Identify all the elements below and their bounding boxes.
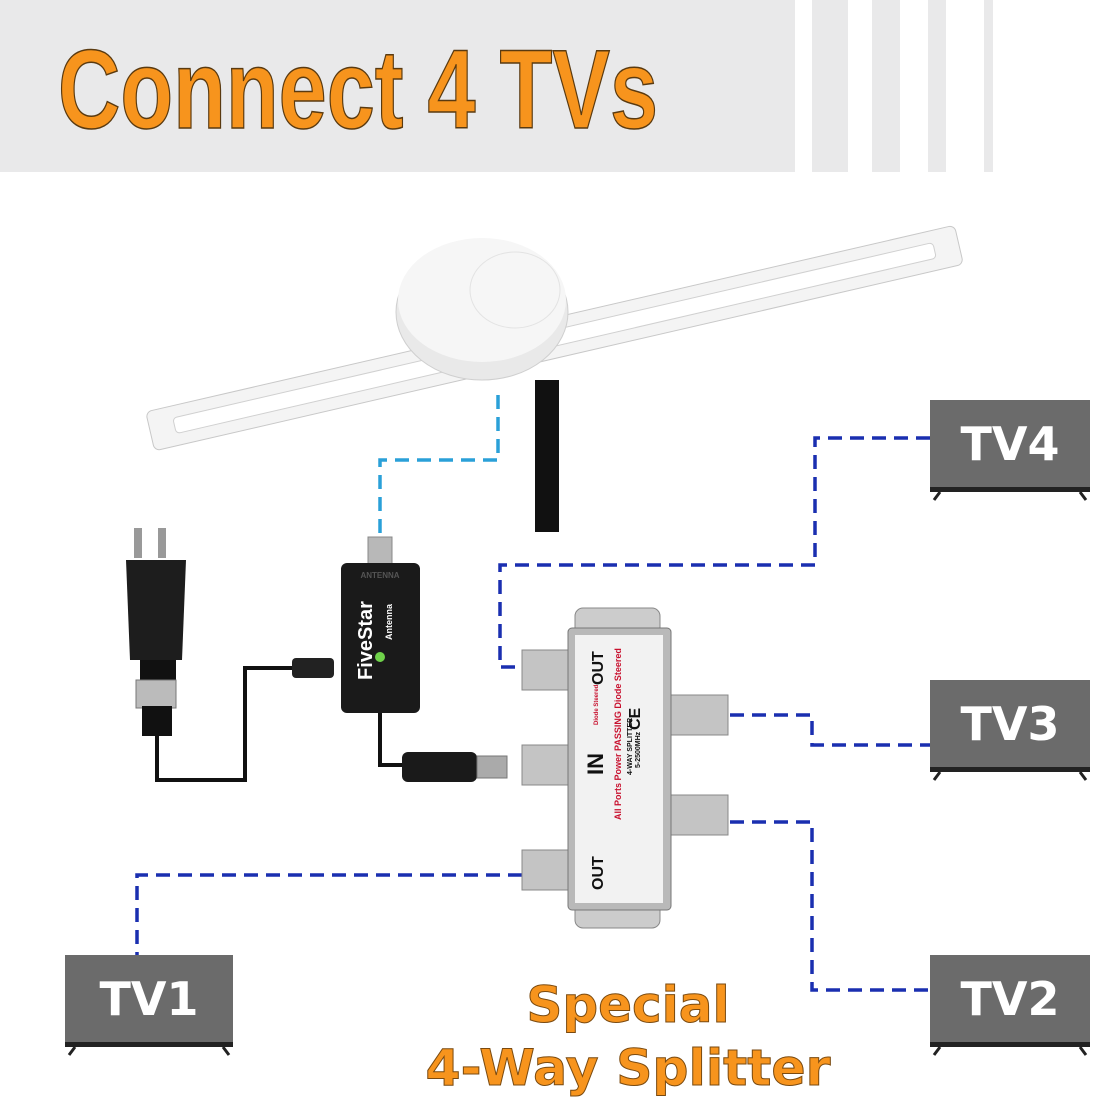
splitter-out-label: OUT (590, 651, 607, 685)
tv1: TV1 (65, 955, 233, 1056)
ce-mark: CE (627, 707, 644, 730)
power-led-icon (375, 652, 385, 662)
amplifier-brand: FiveStar (355, 601, 377, 680)
page-title: Connect 4 TVs (58, 27, 658, 152)
power-adapter (126, 528, 334, 782)
splitter-in-label: IN (583, 753, 608, 775)
tv2: TV2 (930, 955, 1090, 1056)
antenna (146, 225, 963, 532)
four-way-splitter: IN OUT OUT All Ports Power PASSING Diode… (521, 607, 729, 929)
caption-line2: 4-Way Splitter (426, 1039, 831, 1097)
tv4-cable-line (498, 436, 930, 669)
tv3-cable-line (730, 713, 930, 747)
antenna-cable-line (378, 395, 500, 540)
splitter-out-label: OUT (590, 856, 607, 890)
signal-amplifier: ANTENNA FiveStar Antenna (341, 536, 508, 782)
tv1-cable-line (135, 873, 522, 955)
amplifier-sub: Antenna (384, 603, 394, 640)
caption-line1: Special (526, 976, 729, 1034)
splitter-note: All Ports Power PASSING Diode Steered (613, 648, 623, 820)
tv3-label: TV3 (961, 697, 1060, 751)
tv2-cable-line (730, 820, 930, 992)
splitter-note: Diode Steered (594, 684, 600, 725)
connection-lines (135, 395, 930, 992)
amplifier-port-label: ANTENNA (360, 571, 399, 580)
tv2-label: TV2 (961, 972, 1060, 1026)
splitter-note: 5-2500MHz (635, 731, 642, 768)
splitter-note: 4-WAY SPLITTER (627, 718, 634, 775)
tv3: TV3 (930, 680, 1090, 781)
tv4-label: TV4 (961, 417, 1060, 471)
tv4: TV4 (930, 400, 1090, 501)
tv1-label: TV1 (100, 972, 199, 1026)
header-banner: Connect 4 TVs (0, 0, 993, 172)
